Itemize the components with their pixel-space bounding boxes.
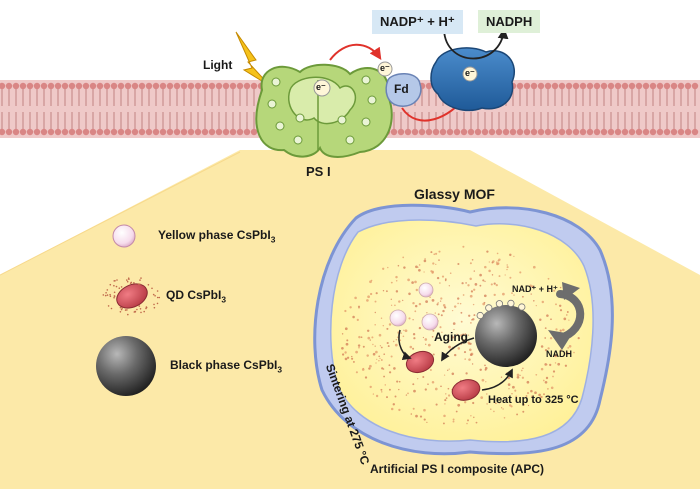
ferredoxin-icon	[385, 73, 422, 107]
nadp-box: NADP⁺ + H⁺	[372, 10, 463, 34]
aging-label: Aging	[434, 330, 468, 344]
electron-label: e⁻	[380, 63, 390, 73]
electron-label: e⁻	[316, 82, 326, 92]
heat-arrow	[481, 368, 513, 391]
legend-label-qd: QD CsPbI3	[166, 288, 227, 305]
yellow-phase-particle	[418, 282, 434, 298]
electron-label: e⁻	[465, 68, 475, 78]
zoom-guide-line	[0, 151, 241, 276]
ps1-label: PS I	[306, 164, 331, 179]
heat-label: Heat up to 325 °C	[488, 394, 579, 406]
sintering-arrow	[398, 329, 412, 360]
legend-qd-speckles	[102, 277, 161, 316]
apc-caption: Artificial PS I composite (APC)	[370, 462, 545, 476]
nad-arrowhead	[562, 282, 580, 300]
nad-plus-label: NAD⁺ + H⁺	[512, 284, 558, 294]
glassy-mof-shell	[313, 203, 614, 456]
nadp-reduction-arrow	[443, 27, 509, 60]
legend-label-yellow-phase: Yellow phase CsPbI3	[158, 228, 276, 245]
qd-particle	[451, 379, 481, 401]
surface-electrons	[476, 299, 526, 320]
electron-icon	[462, 66, 478, 82]
electron-transfer-arrow	[329, 43, 382, 61]
yellow-phase-particle	[389, 309, 407, 327]
light-label: Light	[203, 58, 233, 72]
ps1-complex-icon	[255, 63, 393, 158]
black-phase-particle	[475, 305, 537, 367]
legend-black-phase-icon	[96, 336, 156, 396]
glassy-mof-label: Glassy MOF	[414, 186, 495, 202]
aging-arrow	[441, 337, 475, 362]
legend-qd-icon	[116, 283, 148, 309]
nadh-arrowhead	[548, 330, 572, 350]
nadph-box: NADPH	[478, 10, 541, 33]
qd-particle	[405, 350, 435, 374]
ferredoxin-label: Fd	[394, 82, 409, 96]
legend-yellow-phase-icon	[112, 224, 136, 248]
yellow-phase-particle	[421, 313, 439, 331]
electron-icon	[377, 61, 393, 77]
legend-label-black-phase: Black phase CsPbI3	[170, 358, 283, 375]
nadh-label: NADH	[546, 349, 572, 359]
